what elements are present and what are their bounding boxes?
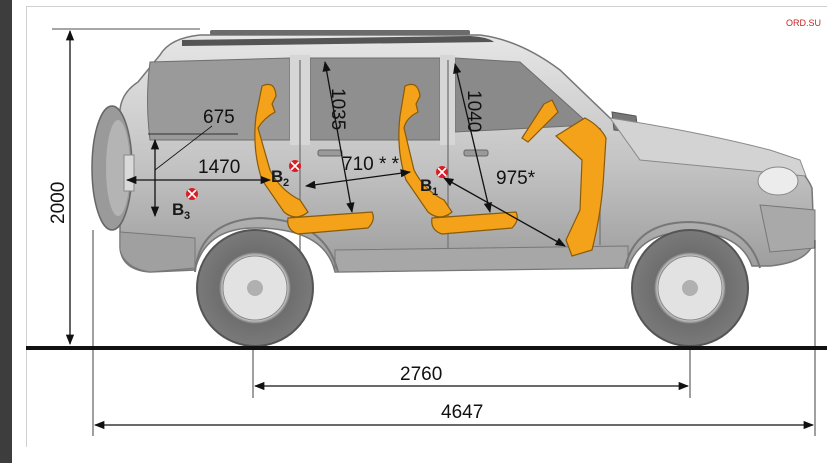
overall-length-label: 4647 <box>441 402 483 423</box>
seat-label-b2-sub: 2 <box>283 177 289 189</box>
rear-cargo-height-label: 675 <box>203 107 235 128</box>
seat-label-b1-sub: 1 <box>432 186 438 198</box>
rear-headroom-label: 1035 <box>327 88 348 130</box>
seat-marker-b3 <box>186 188 198 200</box>
rear-bumper <box>119 231 196 273</box>
overall-height-label: 2000 <box>48 182 69 224</box>
driver-panel <box>521 99 607 257</box>
headlight <box>757 166 799 196</box>
second-row-legroom-label: 710 * * <box>342 154 400 175</box>
hood <box>608 117 807 177</box>
tail-light <box>123 154 135 192</box>
front-legroom-label: 975* <box>496 168 536 189</box>
seat-label-b1: B <box>420 176 432 195</box>
ground-line <box>26 346 827 350</box>
rear-window <box>147 57 291 141</box>
front-legroom-line <box>443 177 566 247</box>
left-frame-bar <box>0 0 12 463</box>
rear-wheel <box>196 229 314 347</box>
second-row-seat-cushion <box>287 211 374 235</box>
second-row-legroom-line <box>304 169 412 189</box>
rear-cargo-length-label: 1470 <box>198 157 240 178</box>
seat-label-b3-sub: 3 <box>184 210 190 222</box>
rear-door-handle <box>317 149 343 157</box>
front-headroom-label: 1040 <box>463 90 484 132</box>
dashboard-firewall <box>555 117 607 257</box>
steering-wheel <box>521 99 559 143</box>
roof-rack-bar <box>210 30 470 35</box>
seat-label-b2: B <box>271 167 283 186</box>
watermark: ORD.SU <box>786 18 821 28</box>
seat-marker-b1 <box>436 166 448 178</box>
seat-marker-b2 <box>289 160 301 172</box>
front-wheel <box>631 229 749 347</box>
front-bumper <box>759 204 816 253</box>
left-frame-margin <box>12 0 26 463</box>
wheelbase-label: 2760 <box>400 364 442 385</box>
seat-label-b3: B <box>172 200 184 219</box>
roof-rail <box>182 36 494 46</box>
